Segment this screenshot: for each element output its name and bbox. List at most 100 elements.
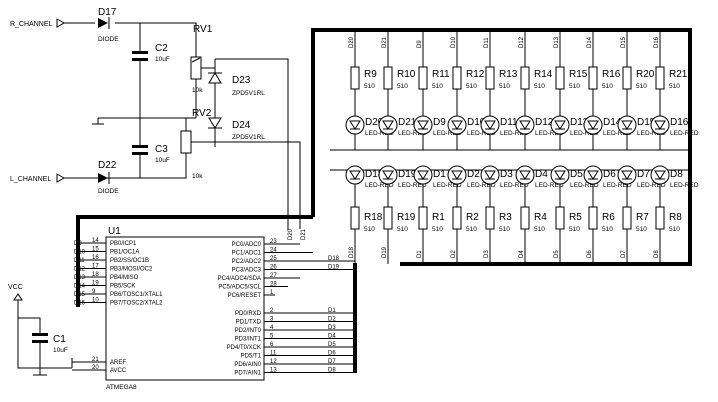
resistor [485,66,495,90]
resistor-ref: R10 [397,69,416,80]
resistor-ref: R11 [432,69,450,80]
pin-number: 25 [270,256,277,262]
pin-number: 24 [270,248,277,254]
d23-ref: D23 [232,75,251,86]
r-channel-terminal [56,18,66,28]
resistor-value: 510 [432,226,443,233]
led-icon [515,165,535,185]
column-net: D19 [382,246,388,258]
c3-ref: C3 [155,144,168,155]
capacitor-c3 [132,145,148,155]
pin-name: PD3/INT1 [235,337,262,343]
led-value: LED-RED [500,182,529,189]
pin-net: D2 [328,317,336,323]
resistor-value: 510 [499,226,510,233]
column-net: D18 [349,246,355,258]
resistor [452,206,462,230]
resistor-ref: R6 [602,212,615,223]
led-value: LED-RED [570,130,599,137]
column-net: D12 [519,36,525,48]
led-icon [447,165,467,185]
resistor-value: 510 [569,83,580,90]
led-icon [413,165,433,185]
resistor [418,206,428,230]
pin-name: PC0/ADC0 [232,242,262,248]
r-channel-label: R_CHANNEL [10,21,53,28]
rv1-value: 10k [192,87,203,94]
led-icon [550,165,570,185]
pin-number: 19 [92,281,99,287]
led-icon [378,165,398,185]
resistor [555,206,565,230]
c3-value: 10uF [155,157,170,164]
r-channel-wire [64,22,197,57]
pin-name: PD4/T0/XCK [227,345,261,351]
pin-number: 28 [270,282,277,288]
led-icon [650,165,670,185]
rv2-wire [78,118,187,179]
pin-name: PB0/ICP1 [110,241,137,247]
pin-net: D5 [328,342,336,348]
led-ref: D2 [467,169,480,180]
resistor-ref: R9 [364,69,377,80]
zener-d24 [208,117,222,129]
led-value: LED-RED [535,182,564,189]
column-net: D14 [587,36,593,48]
d23-value: ZPD5V1RL [232,90,265,97]
pin-net: D15 [74,292,86,298]
pin-number: 21 [92,357,99,363]
pin-net: D13 [74,275,86,281]
led-value: LED-RED [500,130,529,137]
led-ref: D18 [365,169,384,180]
led-ref: D19 [398,169,417,180]
resistor-value: 510 [364,226,375,233]
pin-number: 26 [270,265,277,271]
pin-name: PC3/ADC3 [232,268,262,274]
led-ref: D20 [365,117,384,128]
pin-name: PD1/TXD [236,320,262,326]
pin-name: PB2/SS/OC1B [110,258,149,264]
pin-name: PD0/RXD [235,311,262,317]
pin-net: D14 [74,284,86,290]
resistor [350,66,360,90]
resistor-ref: R7 [636,212,649,223]
column-net: D20 [349,36,355,48]
pin-number: 10 [92,298,99,304]
pin-name: PD5/T1 [241,354,262,360]
resistor-value: 510 [602,226,613,233]
mcu-part: ATMEGA8 [106,384,137,391]
resistor-ref: R8 [669,212,682,223]
pin-number: 16 [92,255,99,261]
pin-net: D21 [301,228,307,240]
led-ref: D12 [535,117,554,128]
resistor-value: 510 [534,226,545,233]
resistor-value: 510 [669,83,680,90]
led-value: LED-RED [433,130,462,137]
resistor [452,66,462,90]
resistor-ref: R15 [569,69,588,80]
led-ref: D15 [637,117,656,128]
pin-number: 15 [92,247,99,253]
rv1-output [215,58,289,230]
rv1-ref: RV1 [193,24,213,35]
resistor-value: 510 [364,83,375,90]
capacitor-c1 [32,333,48,343]
resistor-value: 510 [499,83,510,90]
resistor-value: 510 [602,83,613,90]
pin-net: D19 [328,265,340,271]
resistor-ref: R4 [534,212,547,223]
mcu-u1-body [105,236,265,381]
pin-net: D1 [328,308,336,314]
column-net: D11 [484,37,490,48]
resistor-ref: R19 [397,212,416,223]
resistor-ref: R2 [466,212,479,223]
pin-number: 20 [92,365,99,371]
